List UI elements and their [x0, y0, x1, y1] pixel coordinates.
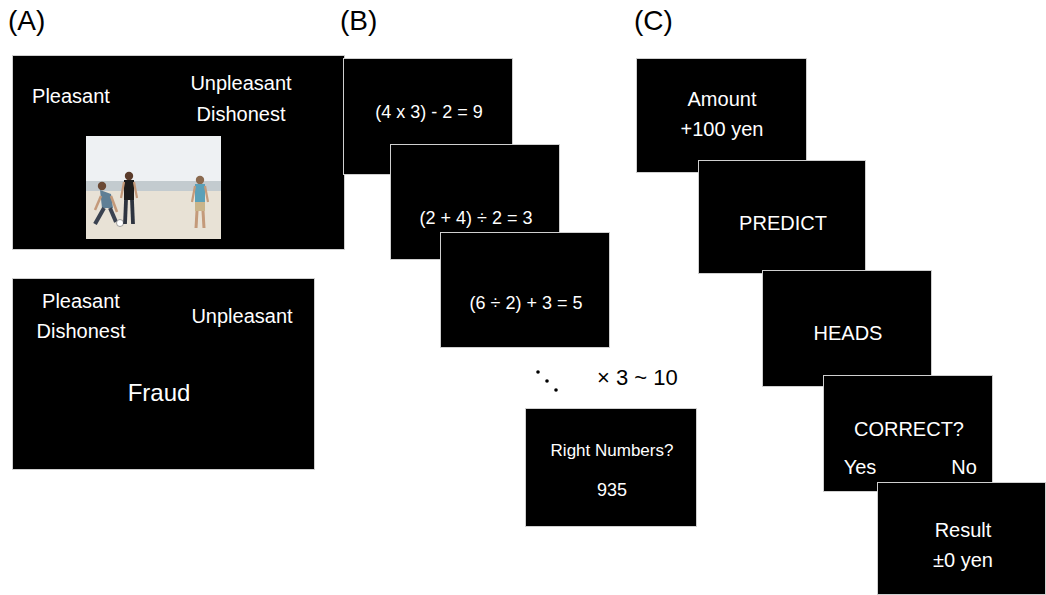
screen-text: Yes: [844, 455, 877, 479]
panel-label: (A): [8, 4, 45, 38]
recall-screen: Right Numbers? 935: [525, 408, 697, 527]
screen-text: Unpleasant: [190, 71, 291, 95]
predict-screen: PREDICT: [698, 160, 866, 274]
outcome-screen: HEADS: [762, 270, 932, 387]
category-word-screen: PleasantUnpleasantDishonestFraud: [12, 278, 315, 470]
screen-text: HEADS: [814, 321, 883, 345]
screen-text: Dishonest: [197, 102, 286, 126]
report-screen: CORRECT? Yes No: [823, 375, 993, 492]
screen-text: Unpleasant: [191, 304, 292, 328]
screen-text: (4 x 3) - 2 = 9: [375, 102, 483, 124]
amount-screen: Amount +100 yen: [636, 58, 807, 173]
repeat-note: × 3 ~ 10: [597, 365, 678, 391]
category-photo-screen: Pleasant UnpleasantDishonest: [12, 55, 345, 250]
screen-text: (6 ÷ 2) + 3 = 5: [470, 293, 583, 315]
beach-photo: [86, 136, 221, 239]
equation-screen: (6 ÷ 2) + 3 = 5: [440, 232, 610, 348]
screen-text: 935: [597, 480, 627, 502]
screen-text: Fraud: [128, 379, 191, 408]
screen-text: Result ±0 yen: [921, 515, 1005, 575]
panel-label: (C): [634, 4, 673, 38]
screen-text: Amount +100 yen: [672, 84, 772, 144]
screen-text: Dishonest: [37, 319, 126, 343]
screen-text: No: [951, 455, 977, 479]
result-screen: Result ±0 yen: [877, 482, 1046, 595]
screen-text: CORRECT?: [854, 417, 964, 441]
screen-text: (2 + 4) ÷ 2 = 3: [420, 208, 533, 230]
screen-text: PREDICT: [739, 211, 827, 235]
screen-text: Pleasant: [42, 289, 120, 313]
screen-text: Right Numbers?: [551, 441, 674, 461]
screen-text: Pleasant: [32, 84, 110, 108]
panel-label: (B): [340, 4, 377, 38]
